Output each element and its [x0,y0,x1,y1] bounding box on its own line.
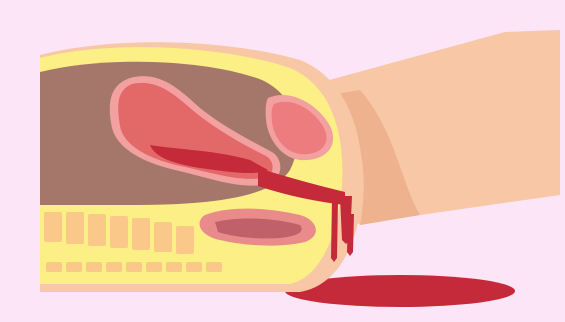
illustration-canvas [0,0,565,322]
anatomy-illustration [0,0,565,322]
